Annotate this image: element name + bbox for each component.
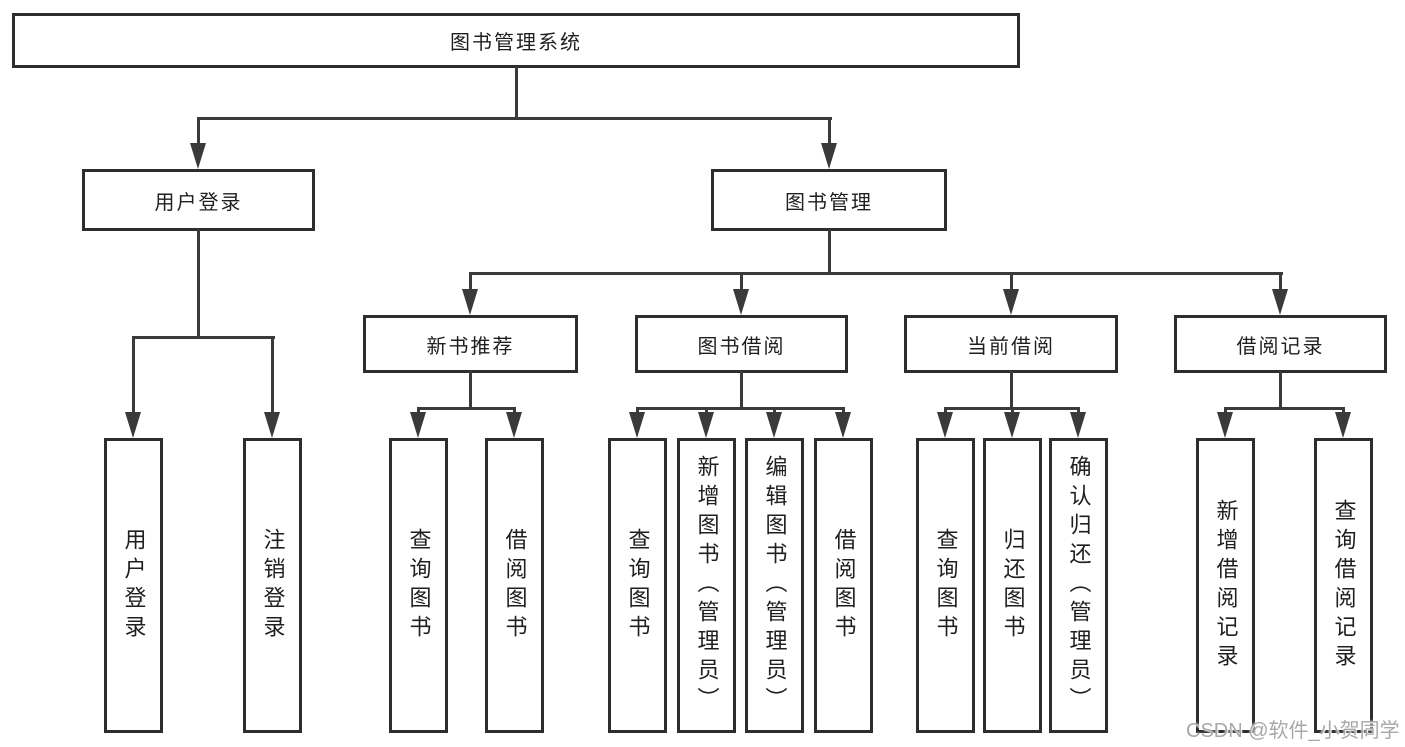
leaf-add-borrow-record-label: 新增借阅记录	[1213, 498, 1239, 673]
arrowhead-g3-1	[629, 412, 645, 438]
connector-stem-group5	[1279, 371, 1282, 409]
connector-stem-group2	[469, 371, 472, 409]
leaf-query-borrow-record-label: 查询借阅记录	[1331, 498, 1357, 673]
node-borrowing-records: 借阅记录	[1174, 315, 1387, 373]
arrowhead-g2-1	[410, 412, 426, 438]
arrowhead-records	[1272, 289, 1288, 315]
node-borrowing-records-label: 借阅记录	[1236, 335, 1325, 358]
connector-stub-g3-2	[705, 407, 708, 415]
arrowhead-borrowing	[733, 289, 749, 315]
leaf-confirm-return-admin: 确认归还（管理员）	[1049, 438, 1108, 733]
node-book-management-label: 图书管理	[785, 191, 873, 214]
node-new-book-recommend: 新书推荐	[363, 315, 578, 373]
connector-stub-g3-1	[636, 407, 639, 415]
connector-level3-bar	[469, 272, 1283, 275]
leaf-return-books: 归还图书	[983, 438, 1042, 733]
leaf-query-borrow-record: 查询借阅记录	[1314, 438, 1373, 733]
node-book-borrowing-label: 图书借阅	[697, 335, 786, 358]
node-current-borrowing: 当前借阅	[904, 315, 1118, 373]
connector-stub-user-login	[197, 117, 200, 147]
connector-stub-new-book	[469, 272, 472, 292]
leaf-return-books-label: 归还图书	[1000, 527, 1026, 644]
arrowhead-g4-3	[1070, 412, 1086, 438]
leaf-query-books-1-label: 查询图书	[406, 527, 432, 644]
leaf-borrow-books-1-label: 借阅图书	[502, 527, 528, 644]
connector-user-bar	[132, 336, 275, 339]
connector-stub-records	[1279, 272, 1282, 292]
connector-level1-bar	[197, 117, 832, 120]
connector-stub-current	[1010, 272, 1013, 292]
leaf-logout-label: 注销登录	[260, 527, 286, 644]
arrowhead-leaf-login	[125, 412, 141, 438]
connector-stub-g2-1	[417, 407, 420, 415]
arrowhead-g2-2	[506, 412, 522, 438]
leaf-query-books-1: 查询图书	[389, 438, 448, 733]
leaf-user-login: 用户登录	[104, 438, 163, 733]
leaf-edit-books-admin-label: 编辑图书（管理员）	[762, 455, 788, 716]
connector-stub-g3-4	[842, 407, 845, 415]
node-book-borrowing: 图书借阅	[635, 315, 848, 373]
leaf-user-login-label: 用户登录	[121, 527, 147, 644]
node-current-borrowing-label: 当前借阅	[967, 335, 1055, 358]
csdn-watermark: CSDN @软件_小贺同学	[1186, 720, 1400, 742]
arrowhead-new-book	[462, 289, 478, 315]
connector-stem-group3	[740, 371, 743, 409]
arrowhead-g4-1	[937, 412, 953, 438]
leaf-add-books-admin: 新增图书（管理员）	[677, 438, 736, 733]
leaf-query-books-3: 查询图书	[916, 438, 975, 733]
node-book-management: 图书管理	[711, 169, 947, 231]
arrowhead-g3-3	[766, 412, 782, 438]
connector-stub-leaf-logout	[271, 336, 274, 414]
leaf-query-books-3-label: 查询图书	[933, 527, 959, 644]
connector-stub-g4-1	[944, 407, 947, 415]
connector-stub-book-mgmt	[828, 117, 831, 147]
arrowhead-g5-1	[1217, 412, 1233, 438]
leaf-borrow-books-2: 借阅图书	[814, 438, 873, 733]
arrowhead-book-mgmt	[821, 143, 837, 169]
connector-user-stem	[197, 229, 200, 338]
connector-stub-leaf-login	[132, 336, 135, 414]
connector-bar-group5	[1224, 407, 1345, 410]
connector-bar-group2	[417, 407, 516, 410]
arrowhead-user-login	[190, 143, 206, 169]
arrowhead-g3-2	[698, 412, 714, 438]
node-library-system: 图书管理系统	[12, 13, 1020, 68]
connector-mgmt-stem	[828, 229, 831, 274]
connector-stem-group4	[1010, 371, 1013, 409]
arrowhead-g4-2	[1004, 412, 1020, 438]
arrowhead-leaf-logout	[264, 412, 280, 438]
arrowhead-g5-2	[1335, 412, 1351, 438]
connector-stub-borrowing	[740, 272, 743, 292]
connector-root-stem	[515, 67, 518, 119]
leaf-query-books-2-label: 查询图书	[625, 527, 651, 644]
connector-bar-group3	[636, 407, 845, 410]
connector-stub-g5-1	[1224, 407, 1227, 415]
leaf-borrow-books-1: 借阅图书	[485, 438, 544, 733]
connector-stub-g3-3	[773, 407, 776, 415]
leaf-logout: 注销登录	[243, 438, 302, 733]
leaf-add-books-admin-label: 新增图书（管理员）	[694, 455, 720, 716]
node-user-login-label: 用户登录	[154, 191, 243, 214]
leaf-borrow-books-2-label: 借阅图书	[831, 527, 857, 644]
arrowhead-current	[1003, 289, 1019, 315]
arrowhead-g3-4	[835, 412, 851, 438]
connector-stub-g5-2	[1342, 407, 1345, 415]
node-user-login: 用户登录	[82, 169, 315, 231]
node-new-book-recommend-label: 新书推荐	[426, 335, 515, 358]
connector-stub-g4-2	[1011, 407, 1014, 415]
connector-stub-g2-2	[513, 407, 516, 415]
leaf-add-borrow-record: 新增借阅记录	[1196, 438, 1255, 733]
node-library-system-label: 图书管理系统	[450, 32, 582, 54]
connector-stub-g4-3	[1077, 407, 1080, 415]
leaf-confirm-return-admin-label: 确认归还（管理员）	[1066, 455, 1092, 716]
leaf-query-books-2: 查询图书	[608, 438, 667, 733]
leaf-edit-books-admin: 编辑图书（管理员）	[745, 438, 804, 733]
